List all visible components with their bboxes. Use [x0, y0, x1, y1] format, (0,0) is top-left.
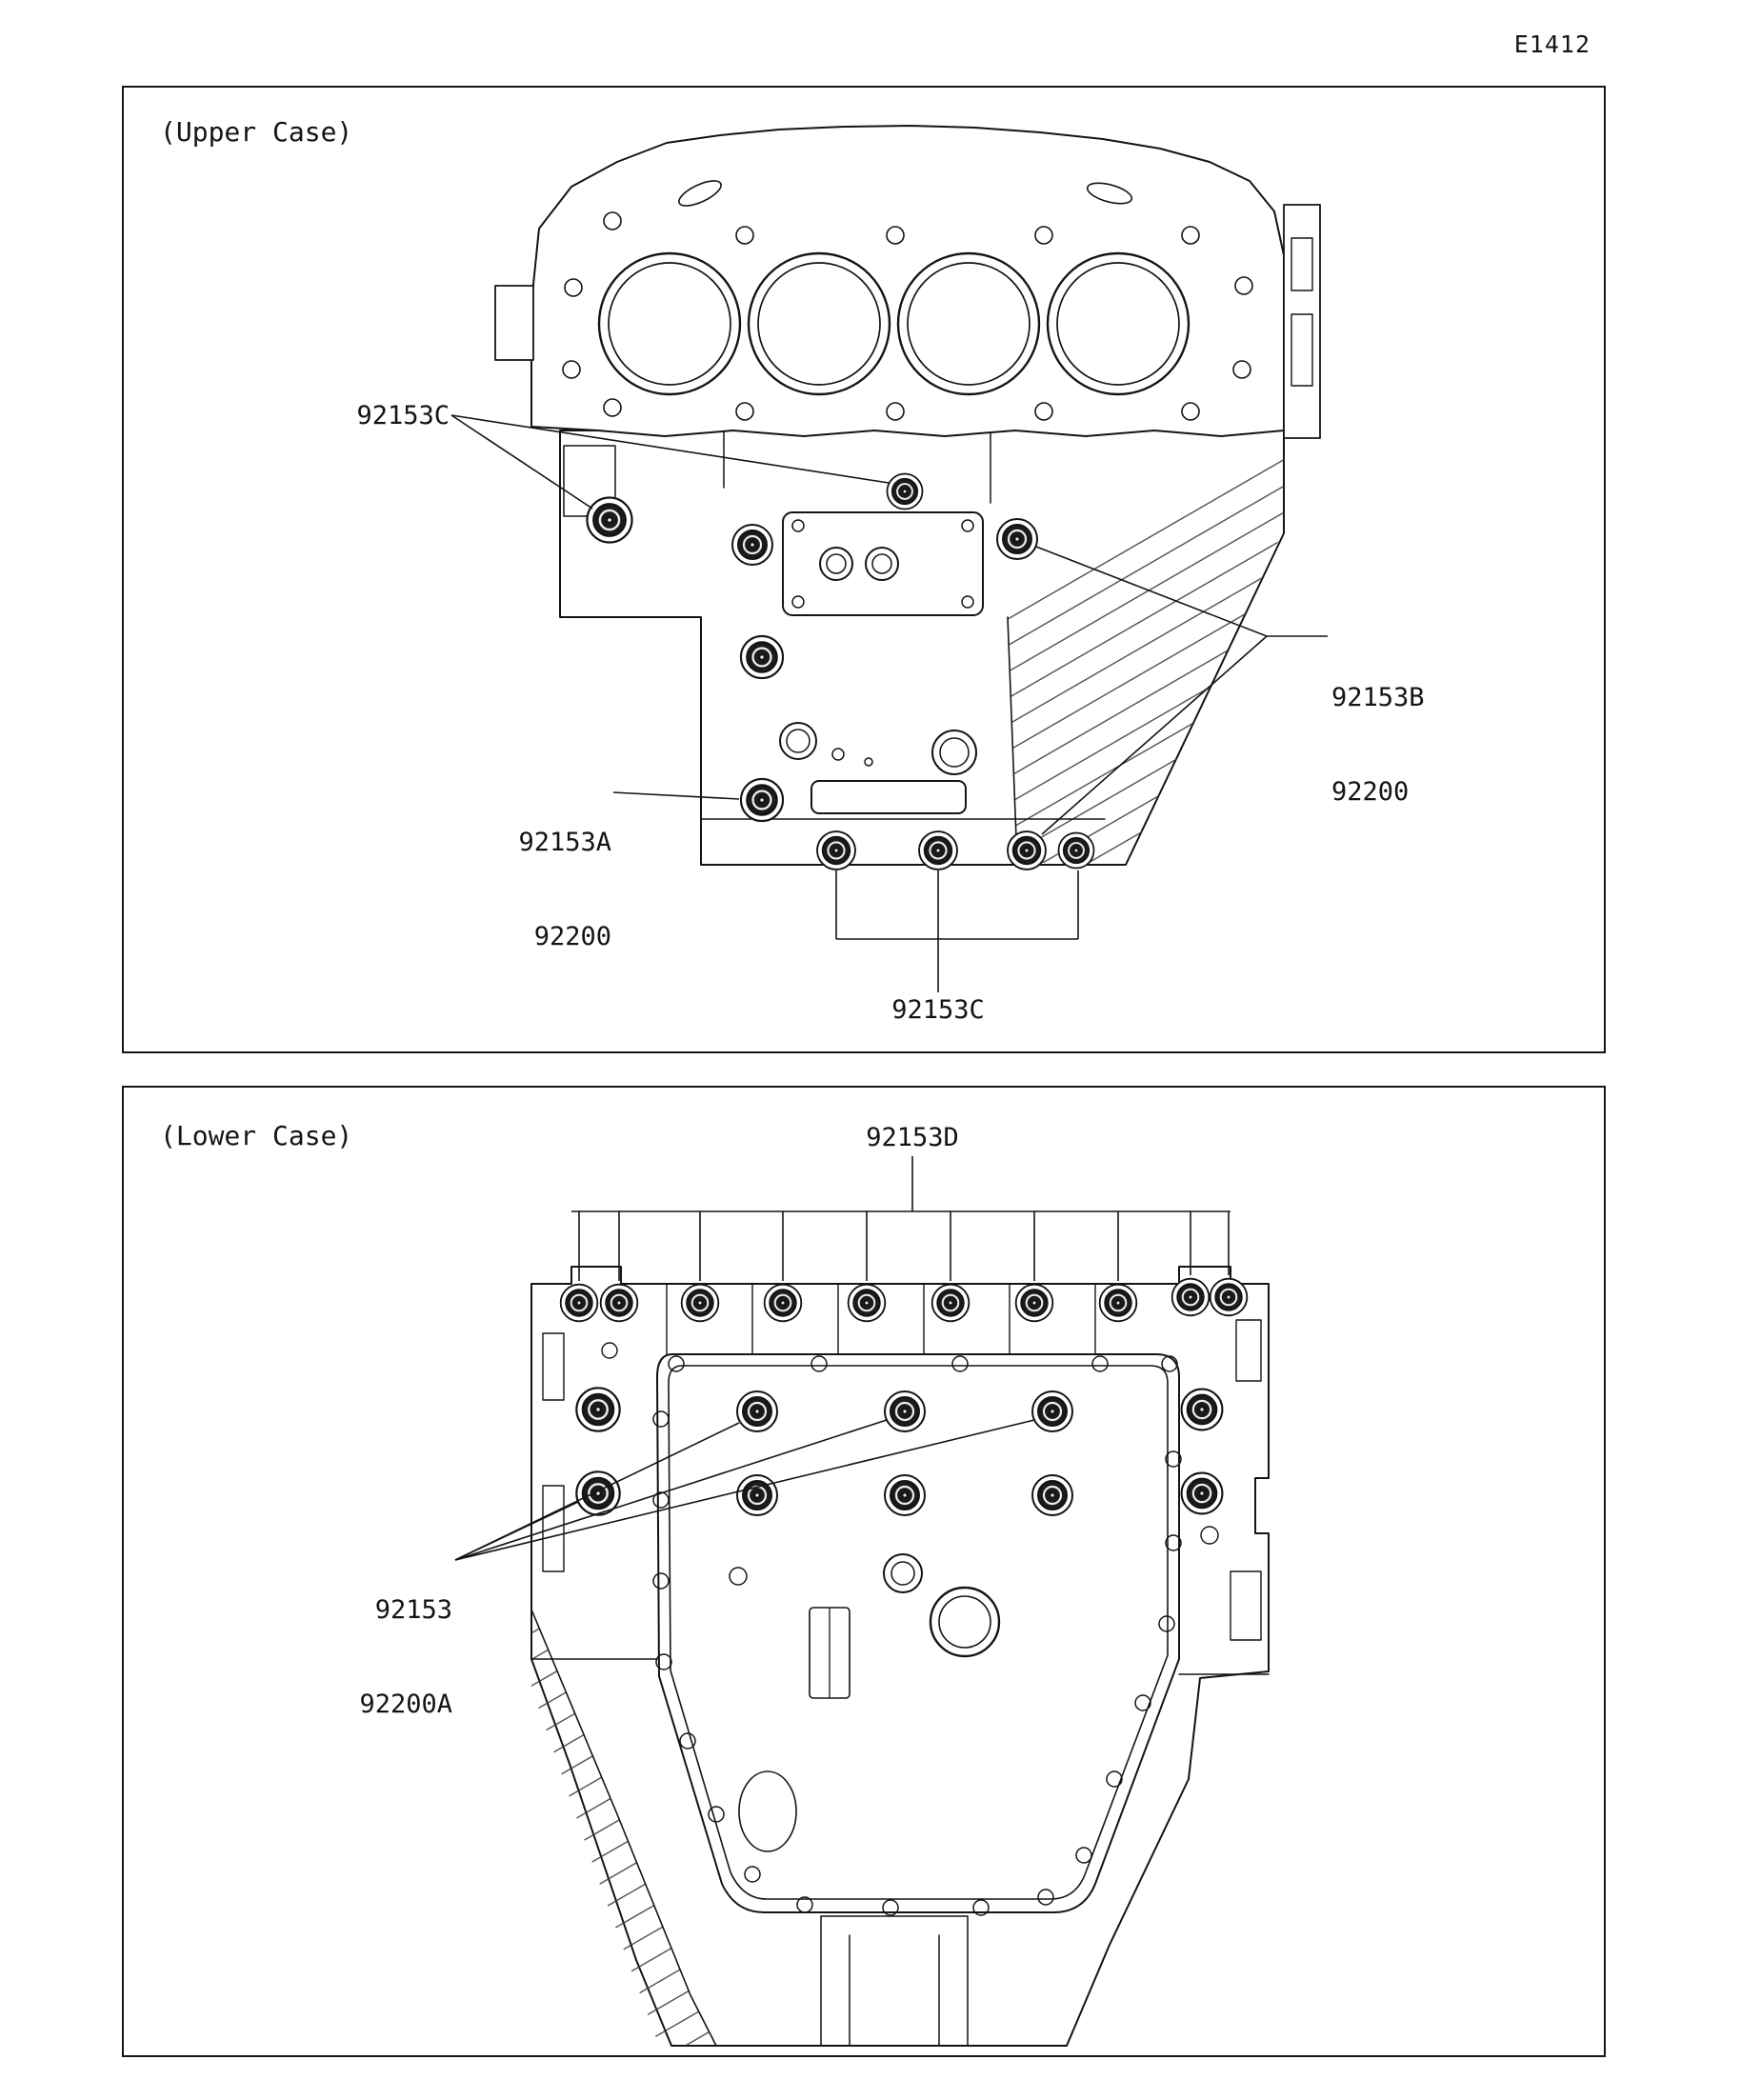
section-hatch	[1008, 446, 1284, 863]
bolt-icon	[1098, 1283, 1138, 1323]
bolt-icon	[735, 1473, 779, 1517]
bolt-icon	[1031, 1473, 1074, 1517]
bolt-icon	[1209, 1277, 1249, 1317]
callout-92153a: 92153A	[518, 828, 611, 857]
callout-92153b-group: 92153B 92200	[1331, 619, 1425, 870]
page-code: E1412	[1513, 30, 1591, 58]
bolt-icon	[886, 472, 924, 510]
bolt-icon	[739, 777, 785, 823]
bolt-icon	[1031, 1390, 1074, 1433]
bolt-icon	[763, 1283, 803, 1323]
bolt-icon	[1171, 1277, 1211, 1317]
bolt-icon	[847, 1283, 887, 1323]
callout-92153c-bottom: 92153C	[891, 995, 985, 1025]
bolt-icon	[739, 634, 785, 680]
bolt-icon	[816, 830, 856, 870]
bolt-icon	[586, 496, 633, 544]
bolt-icon	[1057, 831, 1095, 870]
bolt-icon	[995, 517, 1039, 561]
lower-case-title: (Lower Case)	[160, 1120, 353, 1151]
bolt-icon	[1180, 1471, 1224, 1515]
bolt-icon	[883, 1390, 927, 1433]
bolt-icon	[883, 1473, 927, 1517]
callout-92153b: 92153B	[1331, 683, 1425, 712]
callout-92200-right: 92200	[1331, 777, 1410, 807]
callout-92153: 92153	[374, 1595, 452, 1625]
bolt-icon	[1007, 830, 1047, 870]
callout-92153c-left: 92153C	[356, 401, 450, 430]
bolt-icon	[1180, 1388, 1224, 1431]
lower-leader-lines	[454, 1156, 1231, 1561]
lower-case-drawing	[530, 1266, 1270, 2047]
callout-92153-group: 92153 92200A	[322, 1531, 452, 1783]
bolt-icon	[1014, 1283, 1054, 1323]
bolt-icon	[559, 1283, 599, 1323]
bolt-icon	[730, 523, 774, 567]
callout-92200-mid: 92200	[533, 922, 611, 951]
bolt-icon	[918, 830, 958, 870]
upper-case-title: (Upper Case)	[160, 116, 353, 148]
bolt-icon	[735, 1390, 779, 1433]
bolt-icon	[931, 1283, 971, 1323]
upper-case-drawing	[494, 125, 1321, 870]
callout-92153a-group: 92153A 92200	[493, 764, 611, 1015]
upper-leader-lines	[450, 414, 1328, 992]
bolt-icon	[575, 1387, 621, 1432]
callout-92153d: 92153D	[866, 1123, 959, 1152]
bolt-icon	[680, 1283, 720, 1323]
bolt-icon	[599, 1283, 639, 1323]
callout-92200a: 92200A	[359, 1690, 452, 1719]
